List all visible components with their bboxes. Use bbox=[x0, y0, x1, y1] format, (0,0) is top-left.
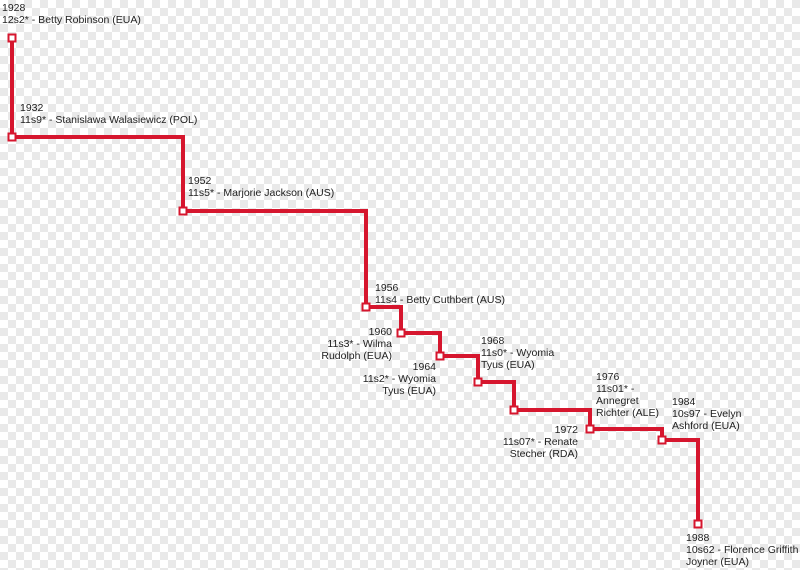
record-year: 1928 bbox=[2, 2, 26, 14]
record-label-1976: 1976 11s01* - Annegret Richter (ALE) bbox=[596, 371, 659, 419]
record-marker-1956 bbox=[361, 302, 371, 312]
record-marker-1968 bbox=[473, 377, 483, 387]
record-year: 1984 bbox=[672, 396, 696, 408]
record-label-1972: 1972 11s07* - Renate Stecher (RDA) bbox=[494, 424, 578, 460]
record-label-1960: 1960 11s3* - Wilma Rudolph (EUA) bbox=[318, 326, 392, 362]
record-year: 1932 bbox=[20, 102, 44, 114]
record-text: 10s62 - Florence Griffith bbox=[686, 544, 799, 556]
record-text: Annegret bbox=[596, 395, 639, 407]
record-label-1932: 1932 11s9* - Stanislawa Walasiewicz (POL… bbox=[20, 102, 197, 126]
record-year: 1964 bbox=[412, 361, 436, 373]
record-marker-1972 bbox=[509, 405, 519, 415]
record-year: 1976 bbox=[596, 371, 620, 383]
record-text: 10s97 - Evelyn bbox=[672, 408, 742, 420]
record-text: Richter (ALE) bbox=[596, 407, 660, 419]
record-marker-1932 bbox=[7, 132, 17, 142]
record-label-1928: 1928 12s2* - Betty Robinson (EUA) bbox=[2, 2, 141, 26]
record-text: 11s07* - Renate bbox=[502, 436, 578, 448]
record-text: 11s0* - Wyomia bbox=[481, 347, 555, 359]
record-text: Joyner (EUA) bbox=[686, 556, 750, 568]
record-year: 1960 bbox=[368, 326, 392, 338]
record-text: 11s4 - Betty Cuthbert (AUS) bbox=[375, 294, 505, 306]
record-marker-1984 bbox=[657, 435, 667, 445]
record-marker-1928 bbox=[7, 33, 17, 43]
record-text: 11s9* - Stanislawa Walasiewicz (POL) bbox=[20, 114, 198, 126]
record-label-1956: 1956 11s4 - Betty Cuthbert (AUS) bbox=[375, 282, 505, 306]
record-label-1968: 1968 11s0* - Wyomia Tyus (EUA) bbox=[481, 335, 554, 371]
record-marker-1964 bbox=[435, 351, 445, 361]
record-text: 11s5* - Marjorie Jackson (AUS) bbox=[188, 187, 335, 199]
record-text: 12s2* - Betty Robinson (EUA) bbox=[2, 14, 141, 26]
record-marker-1960 bbox=[396, 328, 406, 338]
record-year: 1956 bbox=[375, 282, 399, 294]
record-text: 11s3* - Wilma bbox=[327, 338, 392, 350]
record-label-1964: 1964 11s2* - Wyomia Tyus (EUA) bbox=[356, 361, 436, 397]
record-text: Tyus (EUA) bbox=[382, 385, 436, 397]
record-marker-1952 bbox=[178, 206, 188, 216]
record-label-1952: 1952 11s5* - Marjorie Jackson (AUS) bbox=[188, 175, 334, 199]
record-text: 11s2* - Wyomia bbox=[362, 373, 436, 385]
record-text: Rudolph (EUA) bbox=[321, 350, 392, 362]
record-marker-1976 bbox=[585, 424, 595, 434]
record-label-1984: 1984 10s97 - Evelyn Ashford (EUA) bbox=[672, 396, 741, 432]
record-year: 1968 bbox=[481, 335, 505, 347]
record-text: Stecher (RDA) bbox=[509, 448, 578, 460]
record-label-1988: 1988 10s62 - Florence Griffith Joyner (E… bbox=[686, 532, 798, 568]
record-progression-line bbox=[10, 38, 700, 524]
record-marker-1988 bbox=[693, 519, 703, 529]
record-text: Tyus (EUA) bbox=[481, 359, 535, 371]
record-year: 1972 bbox=[554, 424, 578, 436]
record-year: 1952 bbox=[188, 175, 212, 187]
record-year: 1988 bbox=[686, 532, 710, 544]
record-text: 11s01* - bbox=[596, 383, 635, 395]
record-text: Ashford (EUA) bbox=[672, 420, 740, 432]
